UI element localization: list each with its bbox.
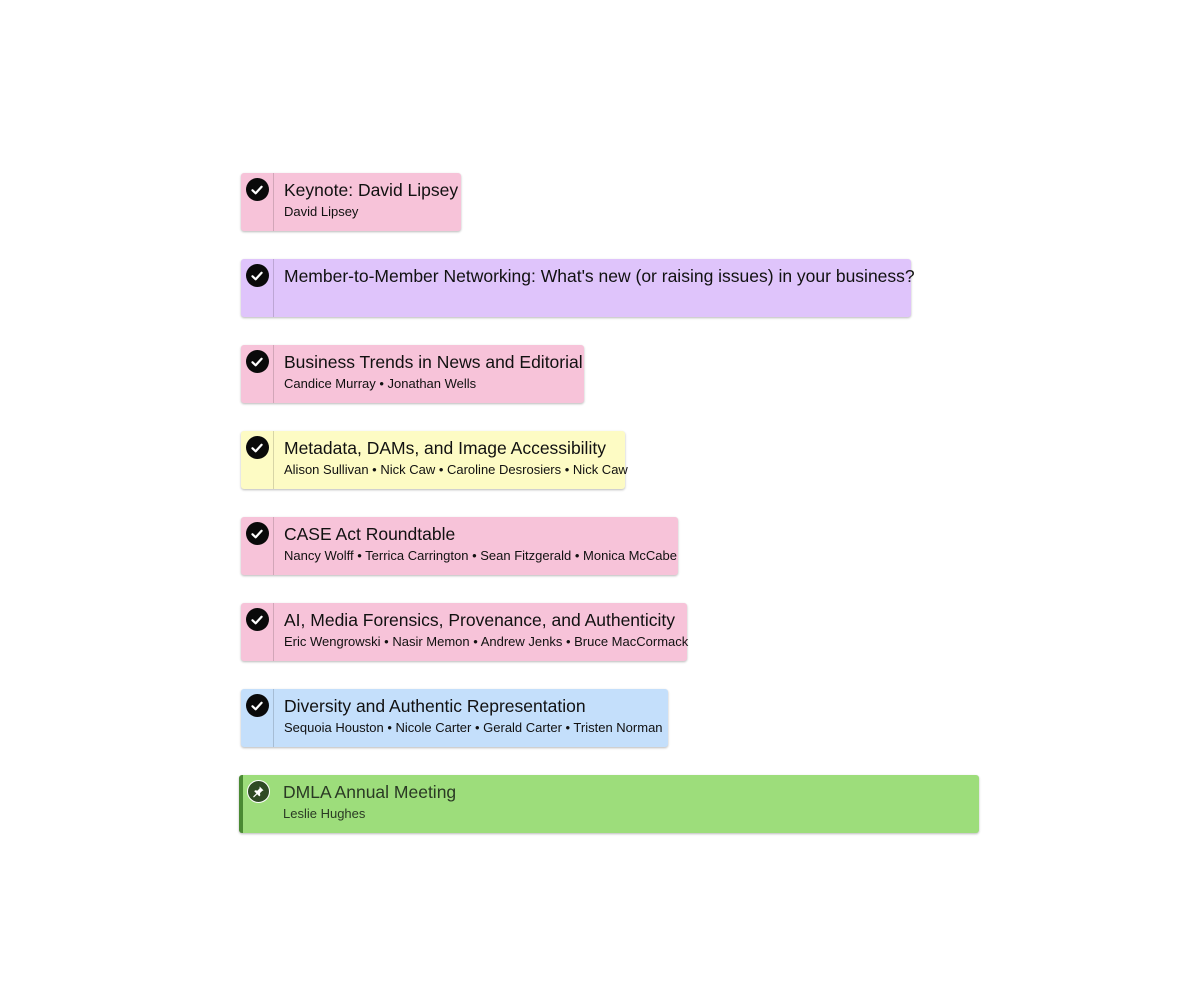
check-icon[interactable] <box>245 522 269 545</box>
status-column <box>241 173 274 231</box>
session-title: Diversity and Authentic Representation <box>284 696 586 716</box>
session-title: Member-to-Member Networking: What's new … <box>284 266 915 286</box>
session-card-business-trends[interactable]: Business Trends in News and Editorial Ca… <box>241 345 584 403</box>
session-card-ai-media[interactable]: AI, Media Forensics, Provenance, and Aut… <box>241 603 688 661</box>
status-column <box>241 603 274 661</box>
session-title: CASE Act Roundtable <box>284 524 456 544</box>
session-speakers: Leslie Hughes <box>283 806 366 821</box>
check-icon[interactable] <box>245 694 269 717</box>
session-card-keynote[interactable]: Keynote: David Lipsey David Lipsey <box>241 173 461 231</box>
status-column <box>241 431 274 489</box>
session-body: Diversity and Authentic Representation S… <box>274 689 673 747</box>
session-body: AI, Media Forensics, Provenance, and Aut… <box>274 603 698 661</box>
session-title: AI, Media Forensics, Provenance, and Aut… <box>284 610 676 630</box>
status-column <box>241 259 274 317</box>
session-body: Member-to-Member Networking: What's new … <box>274 259 925 317</box>
session-body: DMLA Annual Meeting Leslie Hughes <box>273 775 466 833</box>
session-card-case-act[interactable]: CASE Act Roundtable Nancy Wolff • Terric… <box>241 517 678 575</box>
status-column <box>241 345 274 403</box>
session-title: DMLA Annual Meeting <box>283 782 457 802</box>
check-icon[interactable] <box>245 350 269 373</box>
session-card-diversity[interactable]: Diversity and Authentic Representation S… <box>241 689 668 747</box>
session-speakers: Candice Murray • Jonathan Wells <box>284 376 477 391</box>
session-body: Metadata, DAMs, and Image Accessibility … <box>274 431 638 489</box>
status-column <box>243 775 273 833</box>
check-icon[interactable] <box>245 264 269 287</box>
session-body: Keynote: David Lipsey David Lipsey <box>274 173 468 231</box>
session-card-annual-meeting[interactable]: DMLA Annual Meeting Leslie Hughes <box>239 775 979 833</box>
session-speakers: Nancy Wolff • Terrica Carrington • Sean … <box>284 548 677 563</box>
session-title: Business Trends in News and Editorial <box>284 352 583 372</box>
session-title: Metadata, DAMs, and Image Accessibility <box>284 438 606 458</box>
session-body: Business Trends in News and Editorial Ca… <box>274 345 593 403</box>
session-speakers: Eric Wengrowski • Nasir Memon • Andrew J… <box>284 634 689 649</box>
session-speakers: Alison Sullivan • Nick Caw • Caroline De… <box>284 462 628 477</box>
check-icon[interactable] <box>245 608 269 631</box>
session-speakers: David Lipsey <box>284 204 359 219</box>
check-icon[interactable] <box>245 436 269 459</box>
session-card-metadata[interactable]: Metadata, DAMs, and Image Accessibility … <box>241 431 628 489</box>
session-body: CASE Act Roundtable Nancy Wolff • Terric… <box>274 517 687 575</box>
status-column <box>241 689 274 747</box>
check-icon[interactable] <box>245 178 269 201</box>
session-speakers: Sequoia Houston • Nicole Carter • Gerald… <box>284 720 663 735</box>
session-card-networking[interactable]: Member-to-Member Networking: What's new … <box>241 259 915 317</box>
session-list: Keynote: David Lipsey David Lipsey Membe… <box>239 173 1001 861</box>
session-title: Keynote: David Lipsey <box>284 180 459 200</box>
status-column <box>241 517 274 575</box>
pin-icon[interactable] <box>246 780 270 803</box>
